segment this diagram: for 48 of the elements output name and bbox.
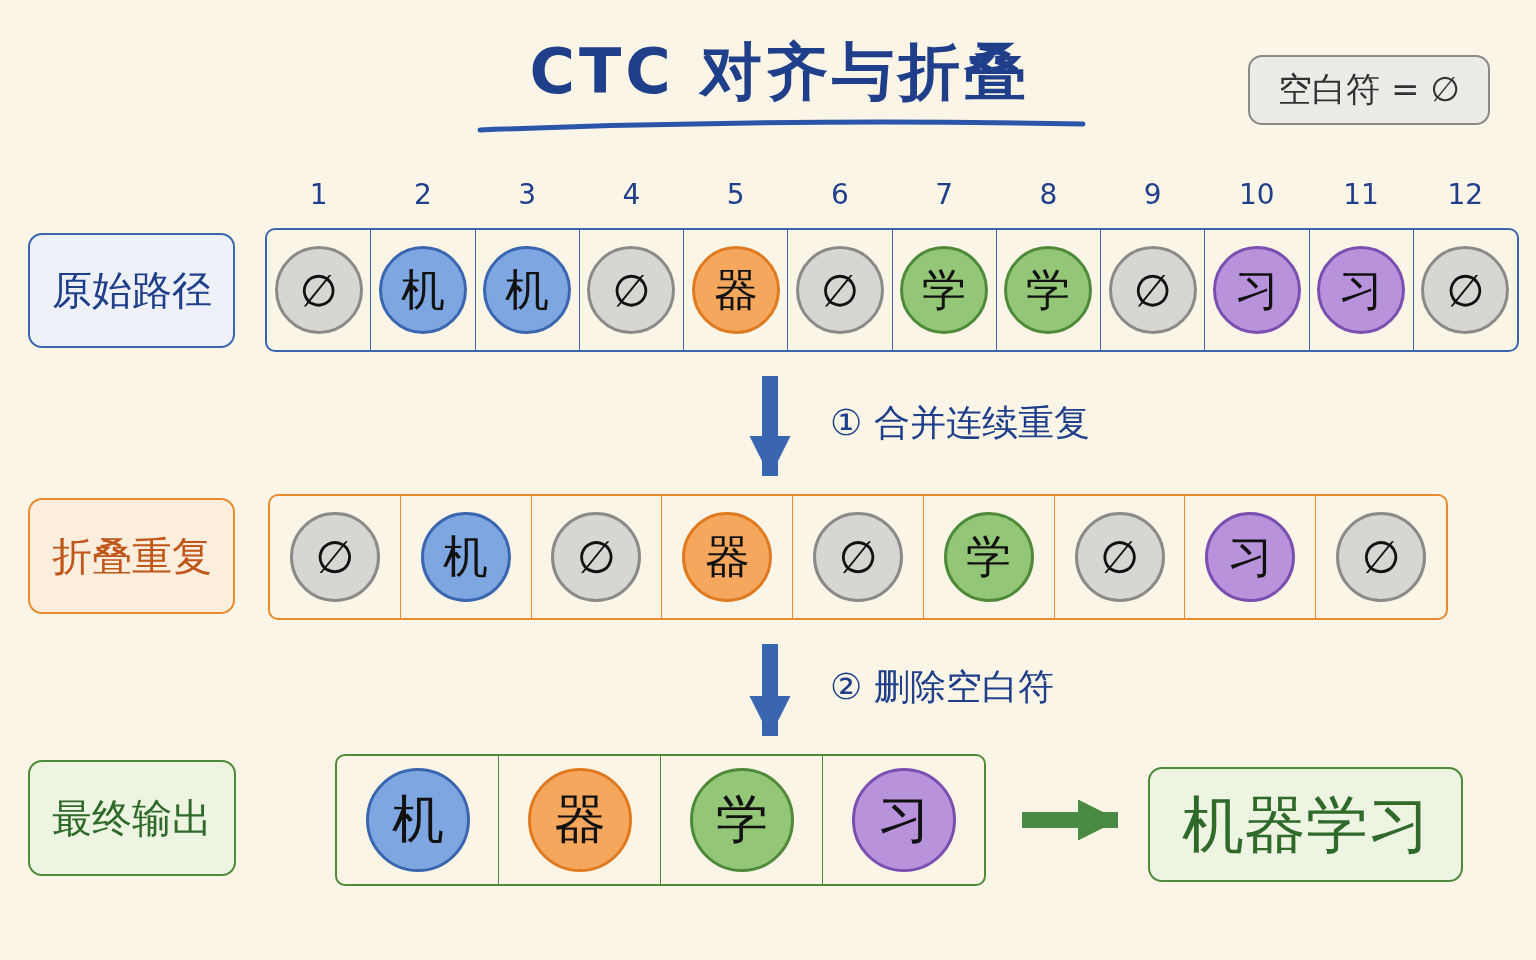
token-circle: ∅	[274, 246, 363, 334]
column-number: 8	[1038, 178, 1059, 211]
token-circle: 学	[943, 512, 1034, 602]
block-arrow	[749, 644, 791, 737]
block-arrow	[749, 376, 791, 477]
column-number: 9	[1142, 178, 1163, 211]
token-circle: 学	[900, 246, 989, 334]
column-number: 7	[934, 178, 955, 211]
token-circle: ∅	[1074, 512, 1165, 602]
column-number: 11	[1342, 178, 1380, 211]
token-circle: ∅	[1108, 246, 1197, 334]
token-circle: 器	[691, 246, 780, 334]
title: CTC 对齐与折叠	[528, 34, 1032, 110]
token-circle: 机	[378, 246, 467, 334]
token-circle: ∅	[587, 246, 676, 334]
column-number: 12	[1446, 178, 1485, 211]
token-circle: 学	[1004, 246, 1093, 334]
column-number: 10	[1238, 178, 1276, 211]
token-circle: 习	[1212, 246, 1301, 334]
token-circle: 习	[851, 768, 956, 872]
label-box: 原始路径	[28, 233, 235, 348]
column-number: 2	[412, 178, 433, 211]
column-number: 5	[725, 178, 746, 211]
label-box: 最终输出	[28, 760, 236, 876]
token-circle: ∅	[813, 512, 903, 602]
token-circle: 习	[1205, 512, 1296, 602]
token-circle: 习	[1317, 246, 1406, 334]
token-circle: ∅	[1421, 246, 1510, 334]
token-circle: ∅	[1336, 512, 1427, 602]
token-circle: ∅	[289, 512, 380, 602]
token-circle: ∅	[551, 512, 642, 602]
token-circle: 器	[682, 512, 773, 602]
column-number: 1	[308, 178, 329, 211]
label-box: 折叠重复	[28, 498, 235, 614]
column-number: 3	[517, 178, 538, 211]
token-circle: 器	[527, 768, 632, 872]
sequence-container	[268, 494, 1448, 620]
token-circle: ∅	[795, 246, 884, 334]
label-box: 机器学习	[1148, 767, 1463, 882]
legend-box: 空白符 = ∅	[1248, 55, 1490, 125]
token-circle: 机	[483, 246, 572, 334]
block-arrow	[1022, 799, 1119, 841]
column-number: 4	[621, 178, 642, 211]
column-number: 6	[829, 178, 850, 211]
token-circle: 学	[689, 768, 794, 872]
token-circle: 机	[365, 768, 470, 872]
sequence-container	[335, 754, 986, 886]
token-circle: 机	[420, 512, 511, 602]
